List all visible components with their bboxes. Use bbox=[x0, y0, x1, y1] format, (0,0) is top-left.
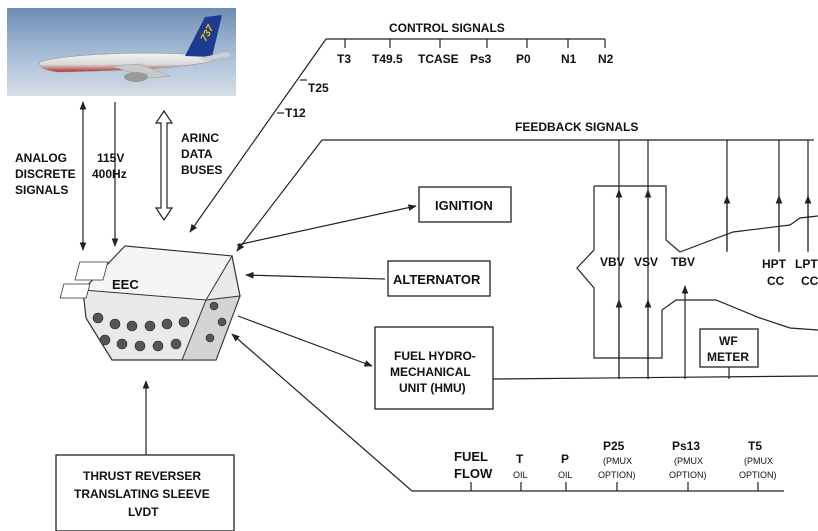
ignition-box: IGNITION bbox=[418, 186, 512, 223]
control-signal-n2: N2 bbox=[598, 52, 614, 66]
hpt-label-2: CC bbox=[767, 274, 785, 288]
analog-label-3: SIGNALS bbox=[15, 183, 68, 197]
vsv-label: VSV bbox=[634, 255, 658, 269]
control-signal-t3: T3 bbox=[337, 52, 351, 66]
control-signal-ps3: Ps3 bbox=[470, 52, 492, 66]
control-signal-t12: T12 bbox=[285, 106, 306, 120]
power-label-2: 400Hz bbox=[92, 167, 127, 181]
t5-label-3: OPTION) bbox=[739, 470, 777, 480]
ps13-label-1: Ps13 bbox=[672, 439, 700, 453]
analog-label-1: ANALOG bbox=[15, 151, 67, 165]
lpt-label-2: CC bbox=[801, 274, 818, 288]
control-signal-tcase: TCASE bbox=[418, 52, 459, 66]
arinc-label-1: ARINC bbox=[181, 131, 219, 145]
wf-meter-label-1: WF bbox=[719, 334, 738, 348]
t-oil-label-1: T bbox=[516, 452, 524, 466]
thrust-reverser-label-3: LVDT bbox=[128, 505, 159, 519]
t-oil-label-2: OIL bbox=[513, 470, 528, 480]
fuel-flow-label-2: FLOW bbox=[454, 466, 493, 481]
alternator-box: ALTERNATOR bbox=[387, 260, 491, 297]
vbv-label: VBV bbox=[600, 255, 625, 269]
thrust-reverser-label-2: TRANSLATING SLEEVE bbox=[74, 487, 210, 501]
control-signal-p0: P0 bbox=[516, 52, 531, 66]
p-oil-label-2: OIL bbox=[558, 470, 573, 480]
eec-unit: EEC bbox=[59, 245, 241, 361]
fuel-flow-label-1: FUEL bbox=[454, 449, 488, 464]
eec-label: EEC bbox=[112, 277, 139, 292]
alternator-label: ALTERNATOR bbox=[393, 272, 481, 287]
bottom-signals: FUEL FLOW T OIL P OIL P25 (PMUX OPTION) … bbox=[412, 439, 784, 492]
arinc-label-2: DATA bbox=[181, 147, 213, 161]
arinc-label-3: BUSES bbox=[181, 163, 222, 177]
ignition-label: IGNITION bbox=[435, 198, 493, 213]
eec-connections bbox=[142, 139, 814, 492]
wf-meter-label-2: METER bbox=[707, 350, 749, 364]
engine-schematic: FEEDBACK SIGNALS WF METER VBV VSV TBV HP… bbox=[492, 120, 818, 380]
hpt-label-1: HPT bbox=[762, 257, 787, 271]
p25-label-3: OPTION) bbox=[598, 470, 636, 480]
thrust-reverser-label-1: THRUST REVERSER bbox=[83, 469, 201, 483]
power-label-1: 115V bbox=[97, 151, 124, 165]
control-signals: CONTROL SIGNALS T3 T49.5 TCASE Ps3 P0 N1… bbox=[189, 21, 614, 233]
hmu-box: FUEL HYDRO- MECHANICAL UNIT (HMU) bbox=[374, 326, 494, 410]
ps13-label-3: OPTION) bbox=[669, 470, 707, 480]
aircraft-image: 737 bbox=[7, 8, 236, 96]
control-signal-t25: T25 bbox=[308, 81, 329, 95]
t5-label-1: T5 bbox=[748, 439, 762, 453]
p-oil-label-1: P bbox=[561, 452, 569, 466]
control-signal-t49-5: T49.5 bbox=[372, 52, 403, 66]
thrust-reverser-box: THRUST REVERSER TRANSLATING SLEEVE LVDT bbox=[55, 454, 235, 531]
hmu-label-1: FUEL HYDRO- bbox=[394, 349, 476, 363]
feedback-title: FEEDBACK SIGNALS bbox=[515, 120, 638, 134]
p25-label-2: (PMUX bbox=[603, 456, 632, 466]
control-signal-n1: N1 bbox=[561, 52, 577, 66]
analog-label-2: DISCRETE bbox=[15, 167, 76, 181]
aircraft-links: ANALOG DISCRETE SIGNALS 115V 400Hz ARINC… bbox=[15, 101, 222, 251]
hmu-label-3: UNIT (HMU) bbox=[399, 381, 466, 395]
p25-label-1: P25 bbox=[603, 439, 625, 453]
control-signals-title: CONTROL SIGNALS bbox=[389, 21, 505, 35]
ps13-label-2: (PMUX bbox=[674, 456, 703, 466]
tbv-label: TBV bbox=[671, 255, 695, 269]
lpt-label-1: LPT bbox=[795, 257, 818, 271]
t5-label-2: (PMUX bbox=[744, 456, 773, 466]
hmu-label-2: MECHANICAL bbox=[390, 365, 471, 379]
